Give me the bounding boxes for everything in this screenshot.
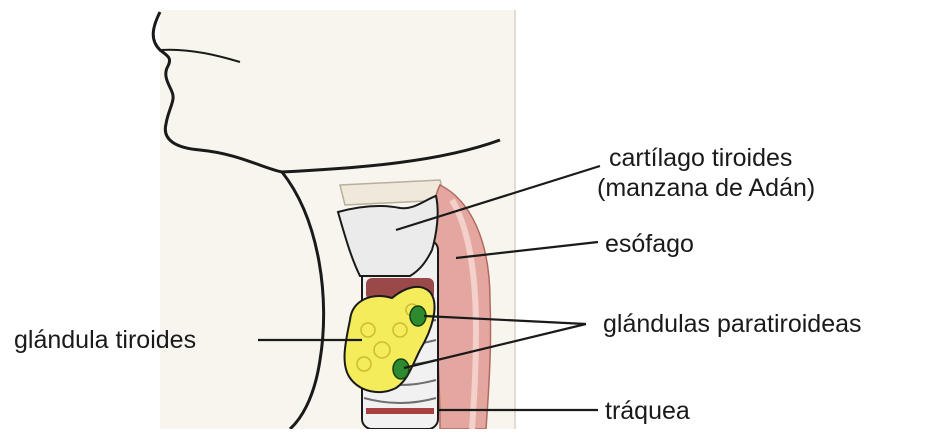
label-thyroid-cartilage-line2: (manzana de Adán) — [597, 173, 815, 203]
label-esophagus: esófago — [605, 229, 694, 259]
parathyroid-gland-upper — [410, 306, 426, 326]
label-parathyroid-glands: glándulas paratiroideas — [603, 309, 862, 339]
parathyroid-gland-lower — [393, 359, 409, 379]
label-trachea: tráquea — [605, 396, 690, 426]
label-thyroid-cartilage-line1: cartílago tiroides — [609, 143, 792, 173]
trachea-red-ring — [366, 408, 434, 414]
label-thyroid-gland: glándula tiroides — [14, 325, 196, 355]
